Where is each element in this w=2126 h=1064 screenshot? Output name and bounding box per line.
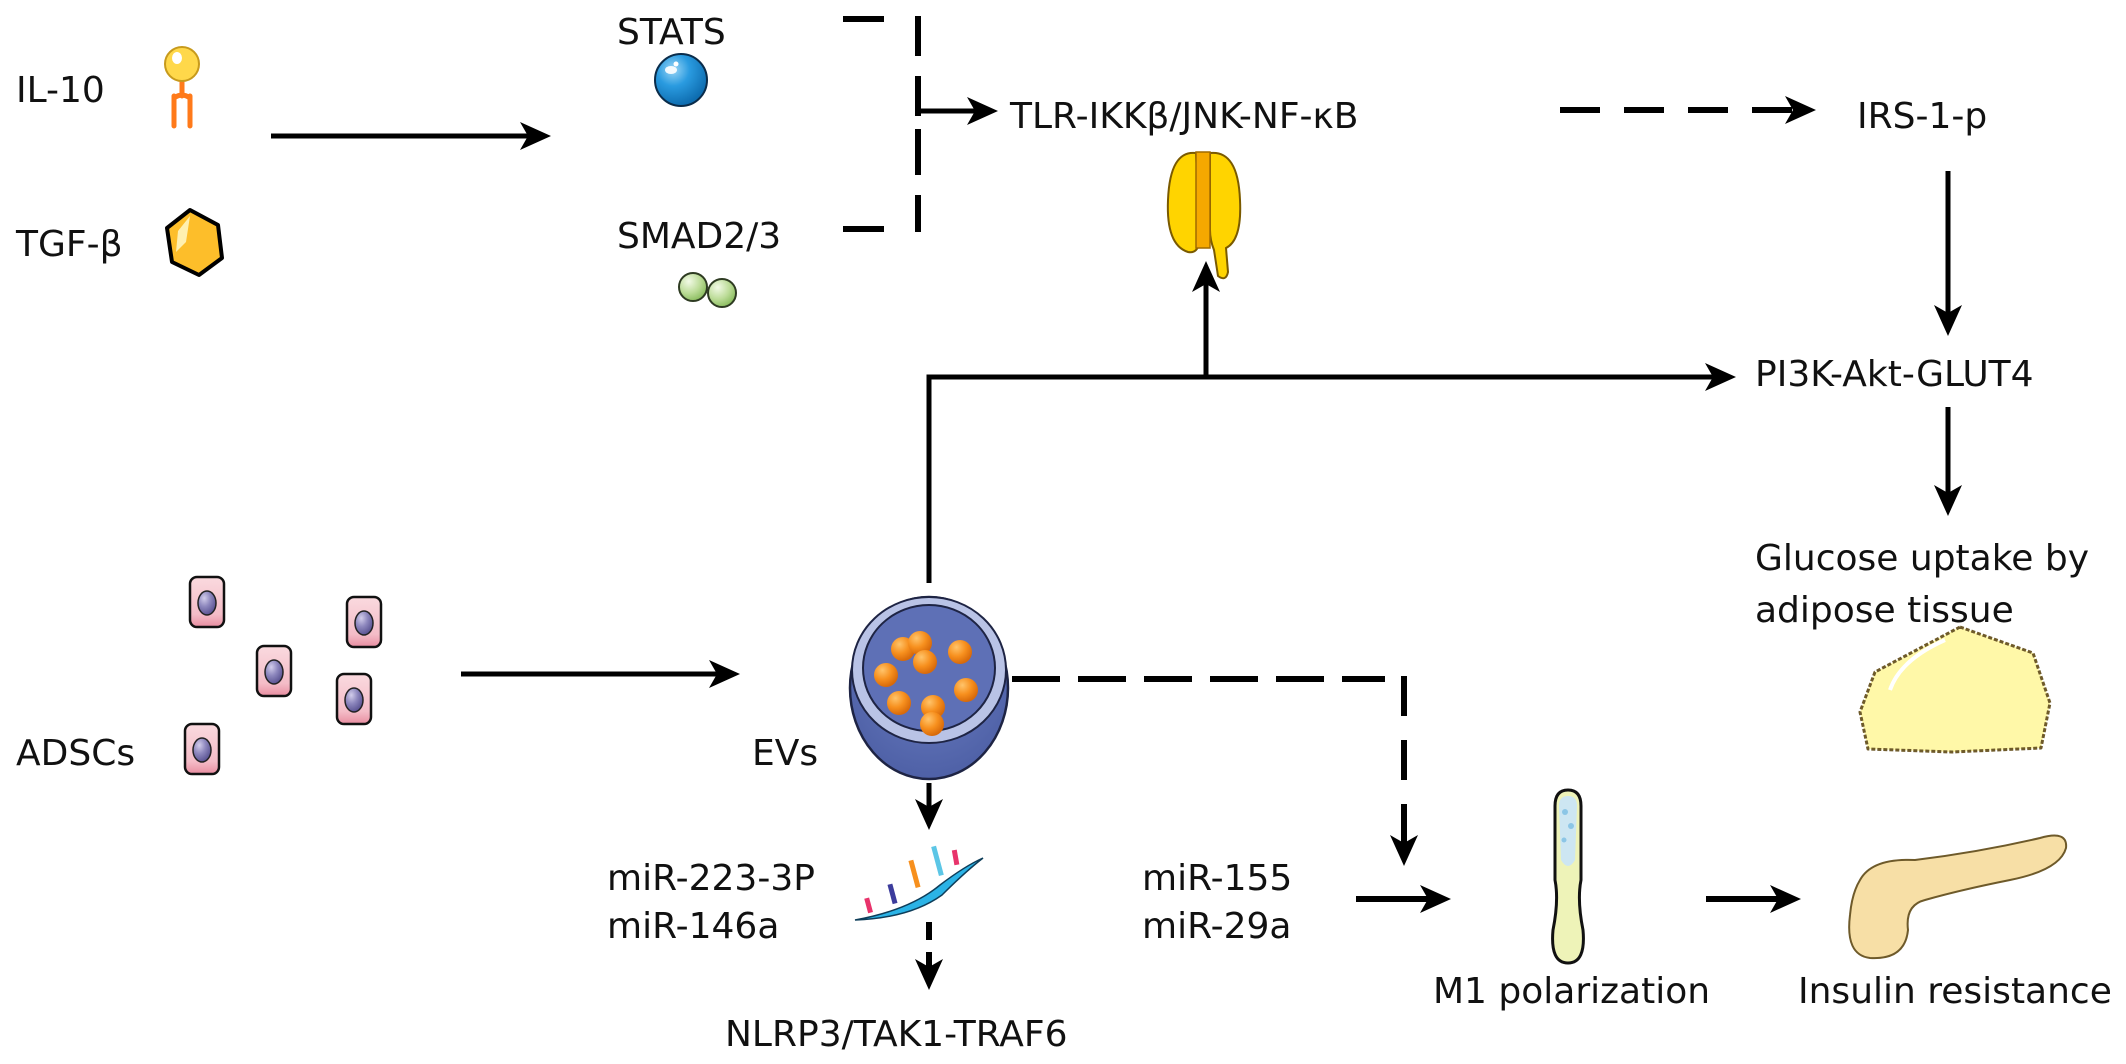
dashed-arrow-evs-to-m1	[1012, 676, 1418, 866]
evs-label: EVs	[752, 733, 818, 774]
vesicle-cargo	[874, 631, 978, 736]
dashed-arrow-tlr-to-irs	[1560, 96, 1816, 124]
cytokine-receptor-icon	[164, 46, 200, 129]
ion-channel-icon	[1166, 151, 1242, 280]
arrow-evs-to-mirna	[915, 783, 943, 830]
tgfb-label: TGF-β	[15, 224, 123, 265]
arrow-pi3k-to-glucose	[1934, 407, 1962, 516]
macrophage-icon	[1551, 788, 1585, 965]
mir-155-label: miR-155	[1142, 858, 1292, 899]
arrow-adscs-to-evs	[461, 660, 740, 688]
insulin-resistance-label: Insulin resistance	[1798, 971, 2112, 1012]
stem-cell-icon	[345, 595, 383, 649]
arrow-cytokines-to-transcription-factors	[271, 122, 551, 150]
arrow-evs-to-pi3k-and-tlr	[926, 261, 1736, 583]
mir-223-label: miR-223-3P	[607, 858, 815, 899]
tlr-label: TLR-IKKβ/JNK-NF-κB	[1009, 96, 1358, 137]
irs-label: IRS-1-p	[1857, 96, 1987, 137]
pancreas-icon	[1848, 834, 2068, 960]
stats-label: STATS	[617, 12, 726, 53]
blue-sphere-icon	[654, 53, 708, 107]
hexagon-molecule-icon	[165, 208, 224, 277]
mir-29a-label: miR-29a	[1142, 906, 1291, 947]
glucose-label-line2: adipose tissue	[1755, 590, 2014, 631]
rna-strand-icon	[854, 845, 984, 921]
stem-cell-icon	[188, 575, 226, 629]
green-dimer-icon	[678, 272, 737, 308]
smad-label: SMAD2/3	[617, 216, 781, 257]
stem-cell-icon	[183, 722, 221, 776]
stem-cell-cluster	[183, 575, 383, 776]
nlrp3-label: NLRP3/TAK1-TRAF6	[725, 1014, 1068, 1055]
arrow-m1-to-insulin-resistance	[1706, 885, 1801, 913]
pi3k-label: PI3K-Akt-GLUT4	[1755, 354, 2034, 395]
dashed-arrow-mirna-to-nlrp3	[915, 922, 943, 990]
extracellular-vesicle-icon	[848, 595, 1010, 781]
bracket-arrow-to-tlr	[843, 16, 998, 232]
adipocyte-icon	[1858, 625, 2052, 754]
glucose-label-line1: Glucose uptake by	[1755, 538, 2089, 579]
mir-146a-label: miR-146a	[607, 906, 779, 947]
arrow-mir155-to-m1	[1356, 885, 1451, 913]
adscs-label: ADSCs	[16, 733, 135, 774]
stem-cell-icon	[255, 644, 293, 698]
il10-label: IL-10	[16, 70, 105, 111]
stem-cell-icon	[335, 672, 373, 726]
arrow-irs-to-pi3k	[1934, 171, 1962, 336]
m1-polarization-label: M1 polarization	[1433, 971, 1710, 1012]
